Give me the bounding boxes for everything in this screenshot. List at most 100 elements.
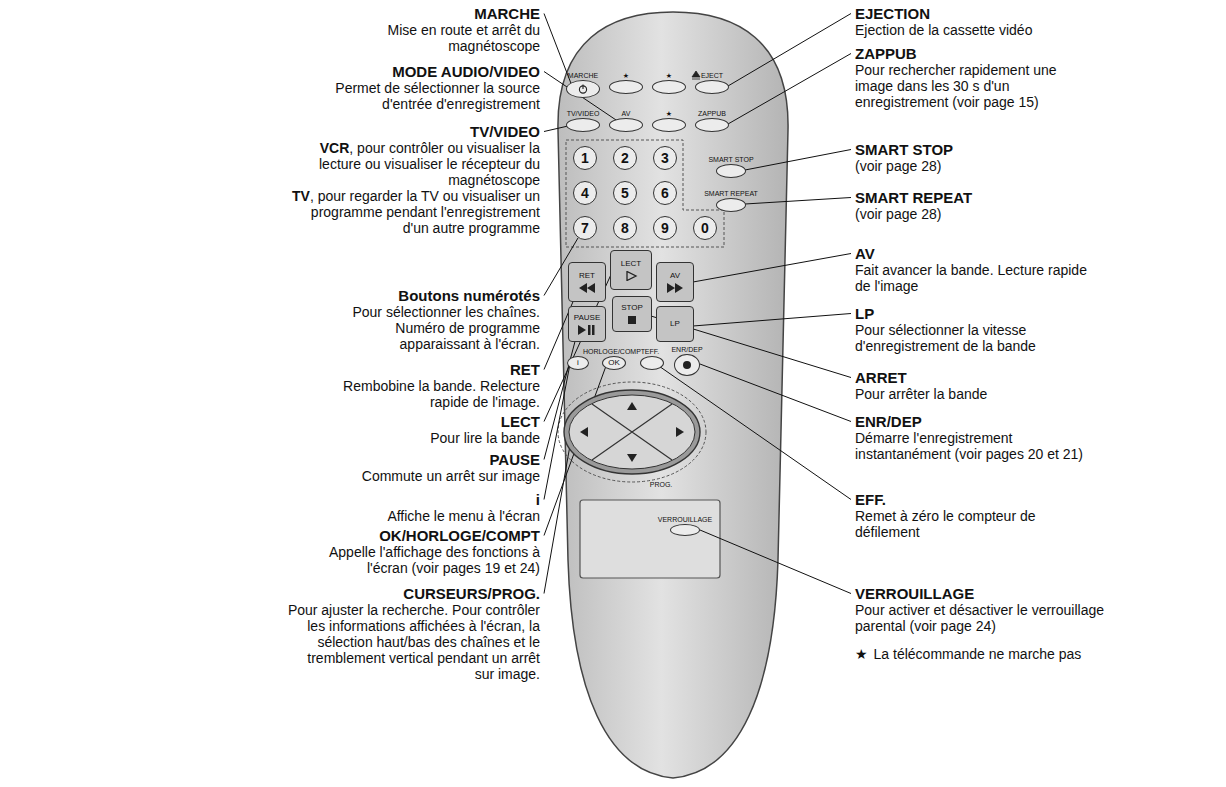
button-label: HORLOGE/COMPT [583, 348, 645, 355]
callout-paragraph: Pour lire la bande [340, 430, 540, 446]
callout-paragraph: VERROUILLAGE [855, 586, 1145, 602]
button-label: ★ [666, 72, 672, 79]
button-label: MARCHE [568, 72, 598, 79]
pad-divider [592, 404, 672, 460]
remote-button: SMART REPEAT [716, 198, 746, 212]
callout-paragraph: ZAPPUB [855, 46, 1090, 62]
callout-heading: VERROUILLAGE [855, 585, 974, 602]
callout-paragraph: Affiche le menu à l'écran [340, 508, 540, 524]
callout-paragraph: AV [855, 246, 1090, 262]
callout-heading: ZAPPUB [855, 45, 917, 62]
callout: ZAPPUBPour rechercher rapidement une ima… [855, 46, 1090, 110]
remote-button: PAUSE [568, 306, 606, 342]
callout-paragraph: EFF. [855, 492, 1090, 508]
callout-text: Pour rechercher rapidement une image dan… [855, 62, 1057, 110]
callout-text: Fait avancer la bande. Lecture rapide de… [855, 262, 1087, 294]
remote-button: ★ [609, 80, 643, 94]
callout-heading: CURSEURS/PROG. [403, 585, 540, 602]
callout-text: Pour activer et désactiver le verrouilla… [855, 602, 1104, 634]
callout-paragraph: Commute un arrêt sur image [320, 468, 540, 484]
callout: EJECTIONEjection de la cassette vidéo [855, 6, 1115, 38]
button-label: 5 [621, 186, 629, 200]
button-symbol [577, 283, 597, 293]
callout-heading: PAUSE [489, 451, 540, 468]
button-label: PROG. [650, 481, 673, 488]
callout: iAffiche le menu à l'écran [340, 492, 540, 524]
callout-heading: EJECTION [855, 5, 930, 22]
pad-face [569, 395, 695, 469]
callout: SMART REPEAT(voir page 28) [855, 190, 1055, 222]
leader-line [544, 72, 622, 125]
remote-button: AV [609, 118, 643, 132]
callout-paragraph: TV/VIDEO [290, 124, 540, 140]
cursor-pad-node: PROG. [558, 384, 706, 480]
callout-paragraph: MARCHE [330, 6, 540, 22]
remote-button: 6 [653, 181, 677, 205]
eject-symbol [692, 71, 700, 79]
button-label: ZAPPUB [698, 110, 726, 117]
callout: EFF.Remet à zéro le compteur de défileme… [855, 492, 1090, 540]
leader-line [745, 150, 851, 171]
button-label: RET [579, 272, 595, 280]
callout-paragraph: Mise en route et arrêt du magnétoscope [330, 22, 540, 54]
callout-text: Commute un arrêt sur image [362, 468, 540, 484]
callout-text: Démarre l'enregistrement instantanément … [855, 430, 1083, 462]
display-panel [580, 500, 720, 578]
callout: AVFait avancer la bande. Lecture rapide … [855, 246, 1090, 294]
callout-paragraph: i [340, 492, 540, 508]
remote-button: ENR/DEP [674, 354, 700, 376]
callout-paragraph: SMART REPEAT [855, 190, 1055, 206]
callout-paragraph: Ejection de la cassette vidéo [855, 22, 1115, 38]
callout-text: Pour arrêter la bande [855, 386, 987, 402]
button-label: 9 [661, 221, 669, 235]
callout-paragraph: OK/HORLOGE/COMPT [305, 528, 540, 544]
button-label: 3 [661, 151, 669, 165]
remote-button: ★ [652, 80, 686, 94]
button-symbol [677, 360, 697, 370]
callout-text: Pour lire la bande [430, 430, 540, 446]
remote-button: RET [568, 262, 606, 302]
callout: ENR/DEPDémarre l'enregistrement instanta… [855, 414, 1105, 462]
callout-paragraph: ENR/DEP [855, 414, 1105, 430]
callout: CURSEURS/PROG.Pour ajuster la recherche.… [285, 586, 540, 682]
callout: LECTPour lire la bande [340, 414, 540, 446]
callout-paragraph: ★La télécommande ne marche pas [855, 646, 1155, 662]
button-label: EJECT [701, 72, 723, 79]
button-label: VERROUILLAGE [658, 516, 712, 523]
callout-heading: EFF. [855, 491, 886, 508]
callout-heading: MODE AUDIO/VIDEO [392, 63, 540, 80]
button-symbol [622, 315, 642, 325]
callout-text: Pour sélectionner les chaînes. Numéro de… [352, 304, 540, 352]
callout-text: Ejection de la cassette vidéo [855, 22, 1032, 38]
button-label: STOP [621, 304, 643, 312]
callout-paragraph: Pour arrêter la bande [855, 386, 1055, 402]
callout-paragraph: LECT [340, 414, 540, 430]
callout-heading: Boutons numérotés [398, 287, 540, 304]
callout-paragraph: Permet de sélectionner la source d'entré… [300, 80, 540, 112]
callout: MARCHEMise en route et arrêt du magnétos… [330, 6, 540, 54]
remote-button: EJECT [695, 80, 729, 94]
callout-heading: SMART REPEAT [855, 189, 972, 206]
button-label: 8 [621, 221, 629, 235]
callout-paragraph: VCR, pour contrôler ou visualiser la lec… [290, 140, 540, 188]
remote-button: TV/VIDEO [566, 118, 600, 132]
button-label: ENR/DEP [671, 346, 702, 353]
callout-text: Permet de sélectionner la source d'entré… [335, 80, 540, 112]
callout-paragraph: Boutons numérotés [330, 288, 540, 304]
remote-button: LECT [610, 250, 652, 290]
arrow-up [627, 402, 637, 410]
callout-paragraph: CURSEURS/PROG. [285, 586, 540, 602]
callout-text: VCR [320, 140, 350, 156]
callout-paragraph: PAUSE [320, 452, 540, 468]
remote-button: STOP [612, 296, 652, 332]
remote-button: 4 [573, 181, 597, 205]
button-label: AV [670, 272, 680, 280]
cursor-pad-outline [558, 382, 706, 482]
callout-paragraph: ARRET [855, 370, 1055, 386]
arrow-left [580, 427, 588, 437]
callout-heading: OK/HORLOGE/COMPT [379, 527, 540, 544]
remote-body [558, 12, 788, 778]
callout-text: Pour sélectionner la vitesse d'enregistr… [855, 322, 1036, 354]
callout: VERROUILLAGEPour activer et désactiver l… [855, 586, 1145, 634]
callout: PAUSECommute un arrêt sur image [320, 452, 540, 484]
